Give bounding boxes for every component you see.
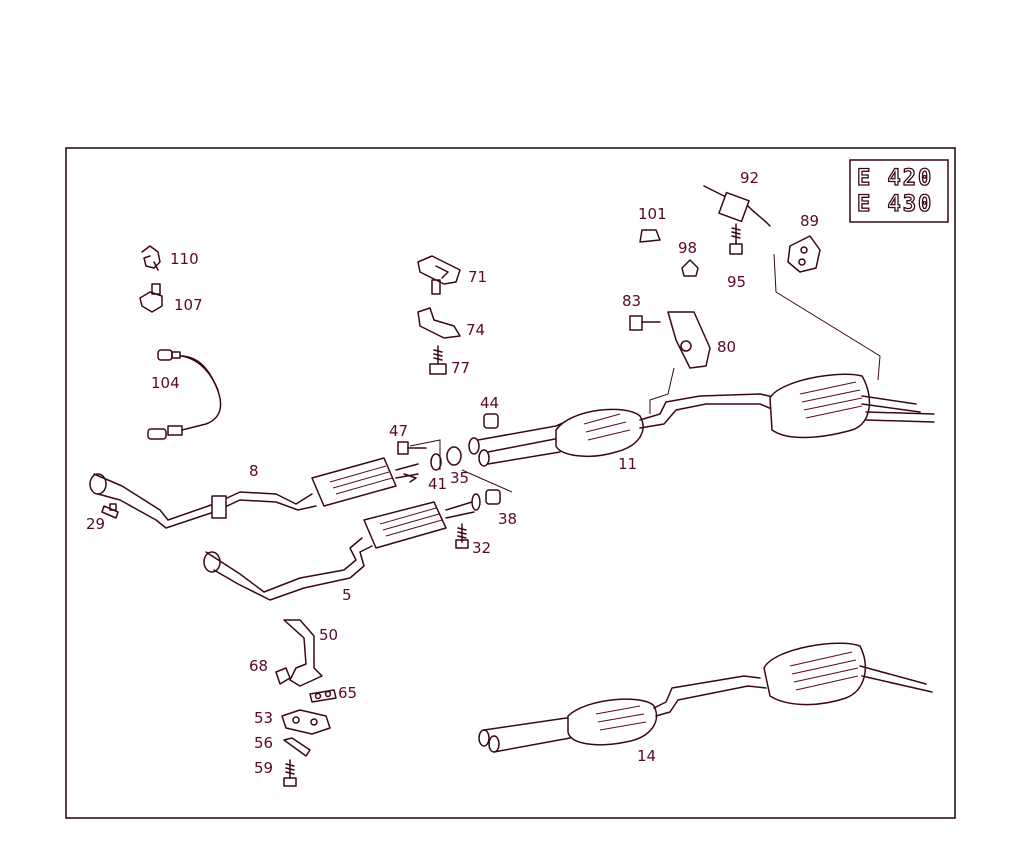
label-53: 53: [254, 709, 273, 727]
label-101: 101: [638, 205, 667, 223]
part-8-front-pipe-with-converter[interactable]: [89, 457, 419, 529]
leader-lines-center: [409, 439, 513, 493]
label-59: 59: [254, 759, 273, 777]
label-77: 77: [451, 359, 470, 377]
label-71: 71: [468, 268, 487, 286]
part-68-nut[interactable]: [275, 667, 291, 685]
model-badge: E 420 E 430: [849, 159, 949, 223]
label-80: 80: [717, 338, 736, 356]
label-95: 95: [727, 273, 746, 291]
part-29-bolt[interactable]: [101, 503, 119, 519]
label-65: 65: [338, 684, 357, 702]
part-77-bolt[interactable]: [429, 345, 447, 375]
model-badge-line2: E 430: [857, 192, 933, 217]
part-47-bolt[interactable]: [397, 441, 427, 455]
part-5-front-pipe-with-converter[interactable]: [203, 493, 481, 601]
label-14: 14: [637, 747, 656, 765]
part-59-bolt[interactable]: [283, 759, 297, 787]
label-83: 83: [622, 292, 641, 310]
part-71-bracket[interactable]: [417, 255, 461, 295]
diagram-frame: [65, 147, 956, 819]
part-65-washer-strip[interactable]: [309, 689, 337, 703]
part-101-rubber-mount[interactable]: [639, 229, 661, 243]
label-56: 56: [254, 734, 273, 752]
part-32-bolt[interactable]: [455, 523, 469, 549]
label-47: 47: [389, 422, 408, 440]
label-5: 5: [342, 586, 352, 604]
label-50: 50: [319, 626, 338, 644]
part-74-bracket[interactable]: [417, 307, 461, 339]
label-104: 104: [151, 374, 180, 392]
part-95-screw[interactable]: [729, 223, 743, 255]
part-92-hanger[interactable]: [703, 185, 771, 227]
label-89: 89: [800, 212, 819, 230]
label-74: 74: [466, 321, 485, 339]
part-50-bracket[interactable]: [283, 619, 323, 687]
label-35: 35: [450, 469, 469, 487]
leader-line-80: [649, 367, 675, 414]
part-110-clip[interactable]: [141, 245, 161, 271]
part-35-seal[interactable]: [446, 446, 462, 466]
label-98: 98: [678, 239, 697, 257]
label-11: 11: [618, 455, 637, 473]
label-44: 44: [480, 394, 499, 412]
part-41-ring[interactable]: [430, 453, 442, 471]
label-32: 32: [472, 539, 491, 557]
part-107-clip[interactable]: [139, 283, 163, 313]
part-83-bolt[interactable]: [629, 315, 661, 331]
part-53-plate[interactable]: [281, 709, 331, 735]
label-68: 68: [249, 657, 268, 675]
part-44-nut[interactable]: [483, 413, 499, 429]
part-104-oxygen-sensor[interactable]: [147, 349, 222, 440]
part-11-center-pipe-with-resonator[interactable]: [468, 373, 935, 467]
leader-line-89: [773, 253, 881, 381]
model-badge-line1: E 420: [857, 166, 933, 191]
label-92: 92: [740, 169, 759, 187]
part-89-rubber-ring[interactable]: [787, 235, 821, 273]
label-38: 38: [498, 510, 517, 528]
label-29: 29: [86, 515, 105, 533]
part-14-rear-section[interactable]: [478, 642, 933, 753]
part-38-nut[interactable]: [485, 489, 501, 505]
part-80-hanger[interactable]: [667, 311, 711, 369]
part-56-clamp[interactable]: [283, 737, 311, 757]
label-41: 41: [428, 475, 447, 493]
label-110: 110: [170, 250, 199, 268]
label-8: 8: [249, 462, 259, 480]
part-98-nut[interactable]: [681, 259, 699, 277]
label-107: 107: [174, 296, 203, 314]
